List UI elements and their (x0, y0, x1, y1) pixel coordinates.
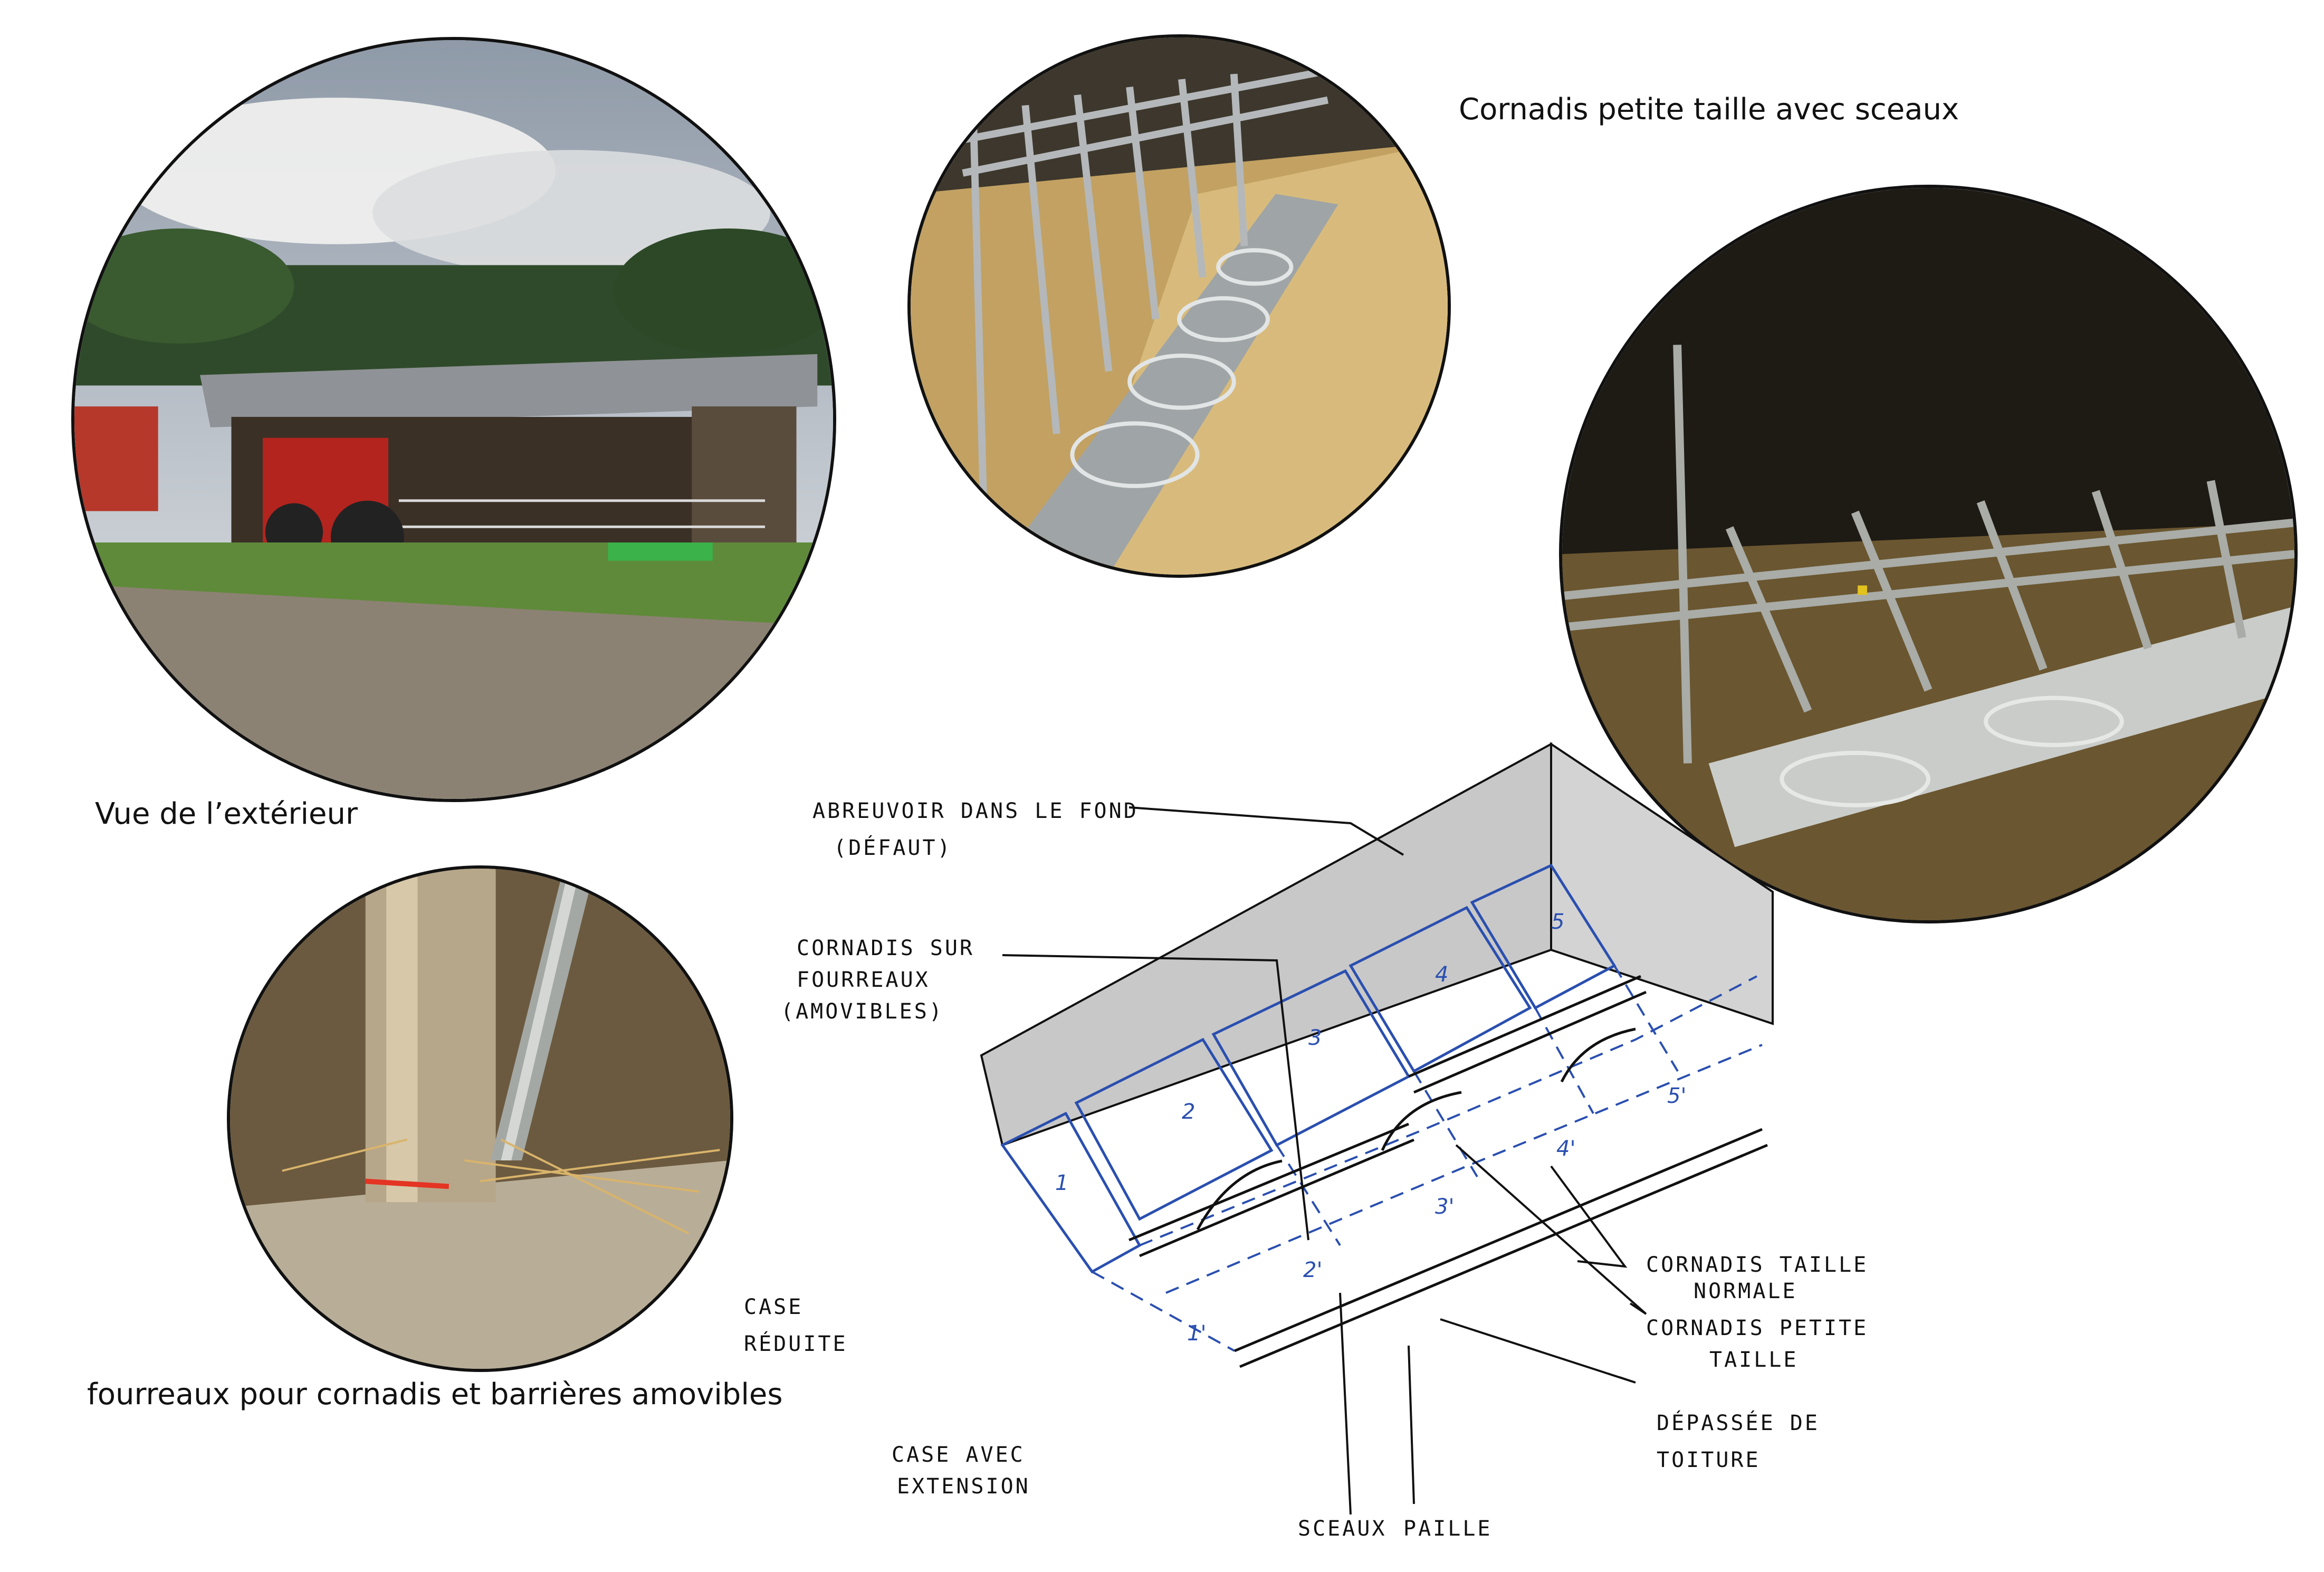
note-reduced-2: RÉDUITE (744, 1331, 848, 1356)
sleeves-photo (227, 865, 733, 1372)
note-buckets: SCEAUX (1298, 1517, 1387, 1541)
extension-5: 5' (1667, 1084, 1686, 1108)
caption-small-headlocks: Cornadis petite taille avec sceaux (1459, 92, 1959, 127)
note-drinker: ABREUVOIR DANS LE FOND (812, 799, 1139, 823)
caption-exterior: Vue de l’extérieur (95, 797, 358, 831)
exterior-photo (71, 37, 836, 802)
pen-4: 4 (1435, 963, 1448, 987)
extension-1: 1' (1187, 1321, 1206, 1346)
note-extended-2: EXTENSION (897, 1474, 1030, 1499)
pen-1: 1 (1055, 1171, 1068, 1195)
barn-sketch: 1 2 3 4 5 1' 2' 3' 4' 5' ABREUVOIR DANS … (728, 712, 1994, 1567)
note-sleeves-2: FOURREAUX (797, 968, 930, 992)
note-overhang-1: DÉPASSÉE DE (1657, 1410, 1820, 1435)
pen-5: 5 (1551, 910, 1564, 934)
note-sleeves-1: CORNADIS SUR (797, 936, 974, 960)
extension-4: 4' (1556, 1137, 1575, 1161)
pen-3: 3 (1308, 1026, 1322, 1050)
note-small-1: CORNADIS PETITE (1646, 1316, 1868, 1340)
note-extended-1: CASE AVEC (892, 1443, 1025, 1467)
note-normal-1: CORNADIS TAILLE (1646, 1253, 1868, 1277)
caption-sleeves: fourreaux pour cornadis et barrières amo… (87, 1377, 783, 1412)
pen-2: 2 (1182, 1100, 1195, 1124)
note-sleeves-3: (AMOVIBLES) (781, 999, 944, 1024)
note-drinker-sub: (DÉFAUT) (834, 835, 952, 860)
note-small-2: TAILLE (1709, 1348, 1799, 1372)
headlocks-buckets-photo (907, 34, 1451, 578)
extension-3: 3' (1435, 1195, 1454, 1219)
note-reduced-1: CASE (744, 1295, 803, 1319)
note-straw: PAILLE (1403, 1517, 1493, 1541)
headlocks-dark-photo (1559, 185, 2298, 923)
note-normal-2: NORMALE (1694, 1279, 1797, 1303)
extension-2: 2' (1303, 1258, 1322, 1282)
note-overhang-2: TOITURE (1657, 1448, 1761, 1472)
